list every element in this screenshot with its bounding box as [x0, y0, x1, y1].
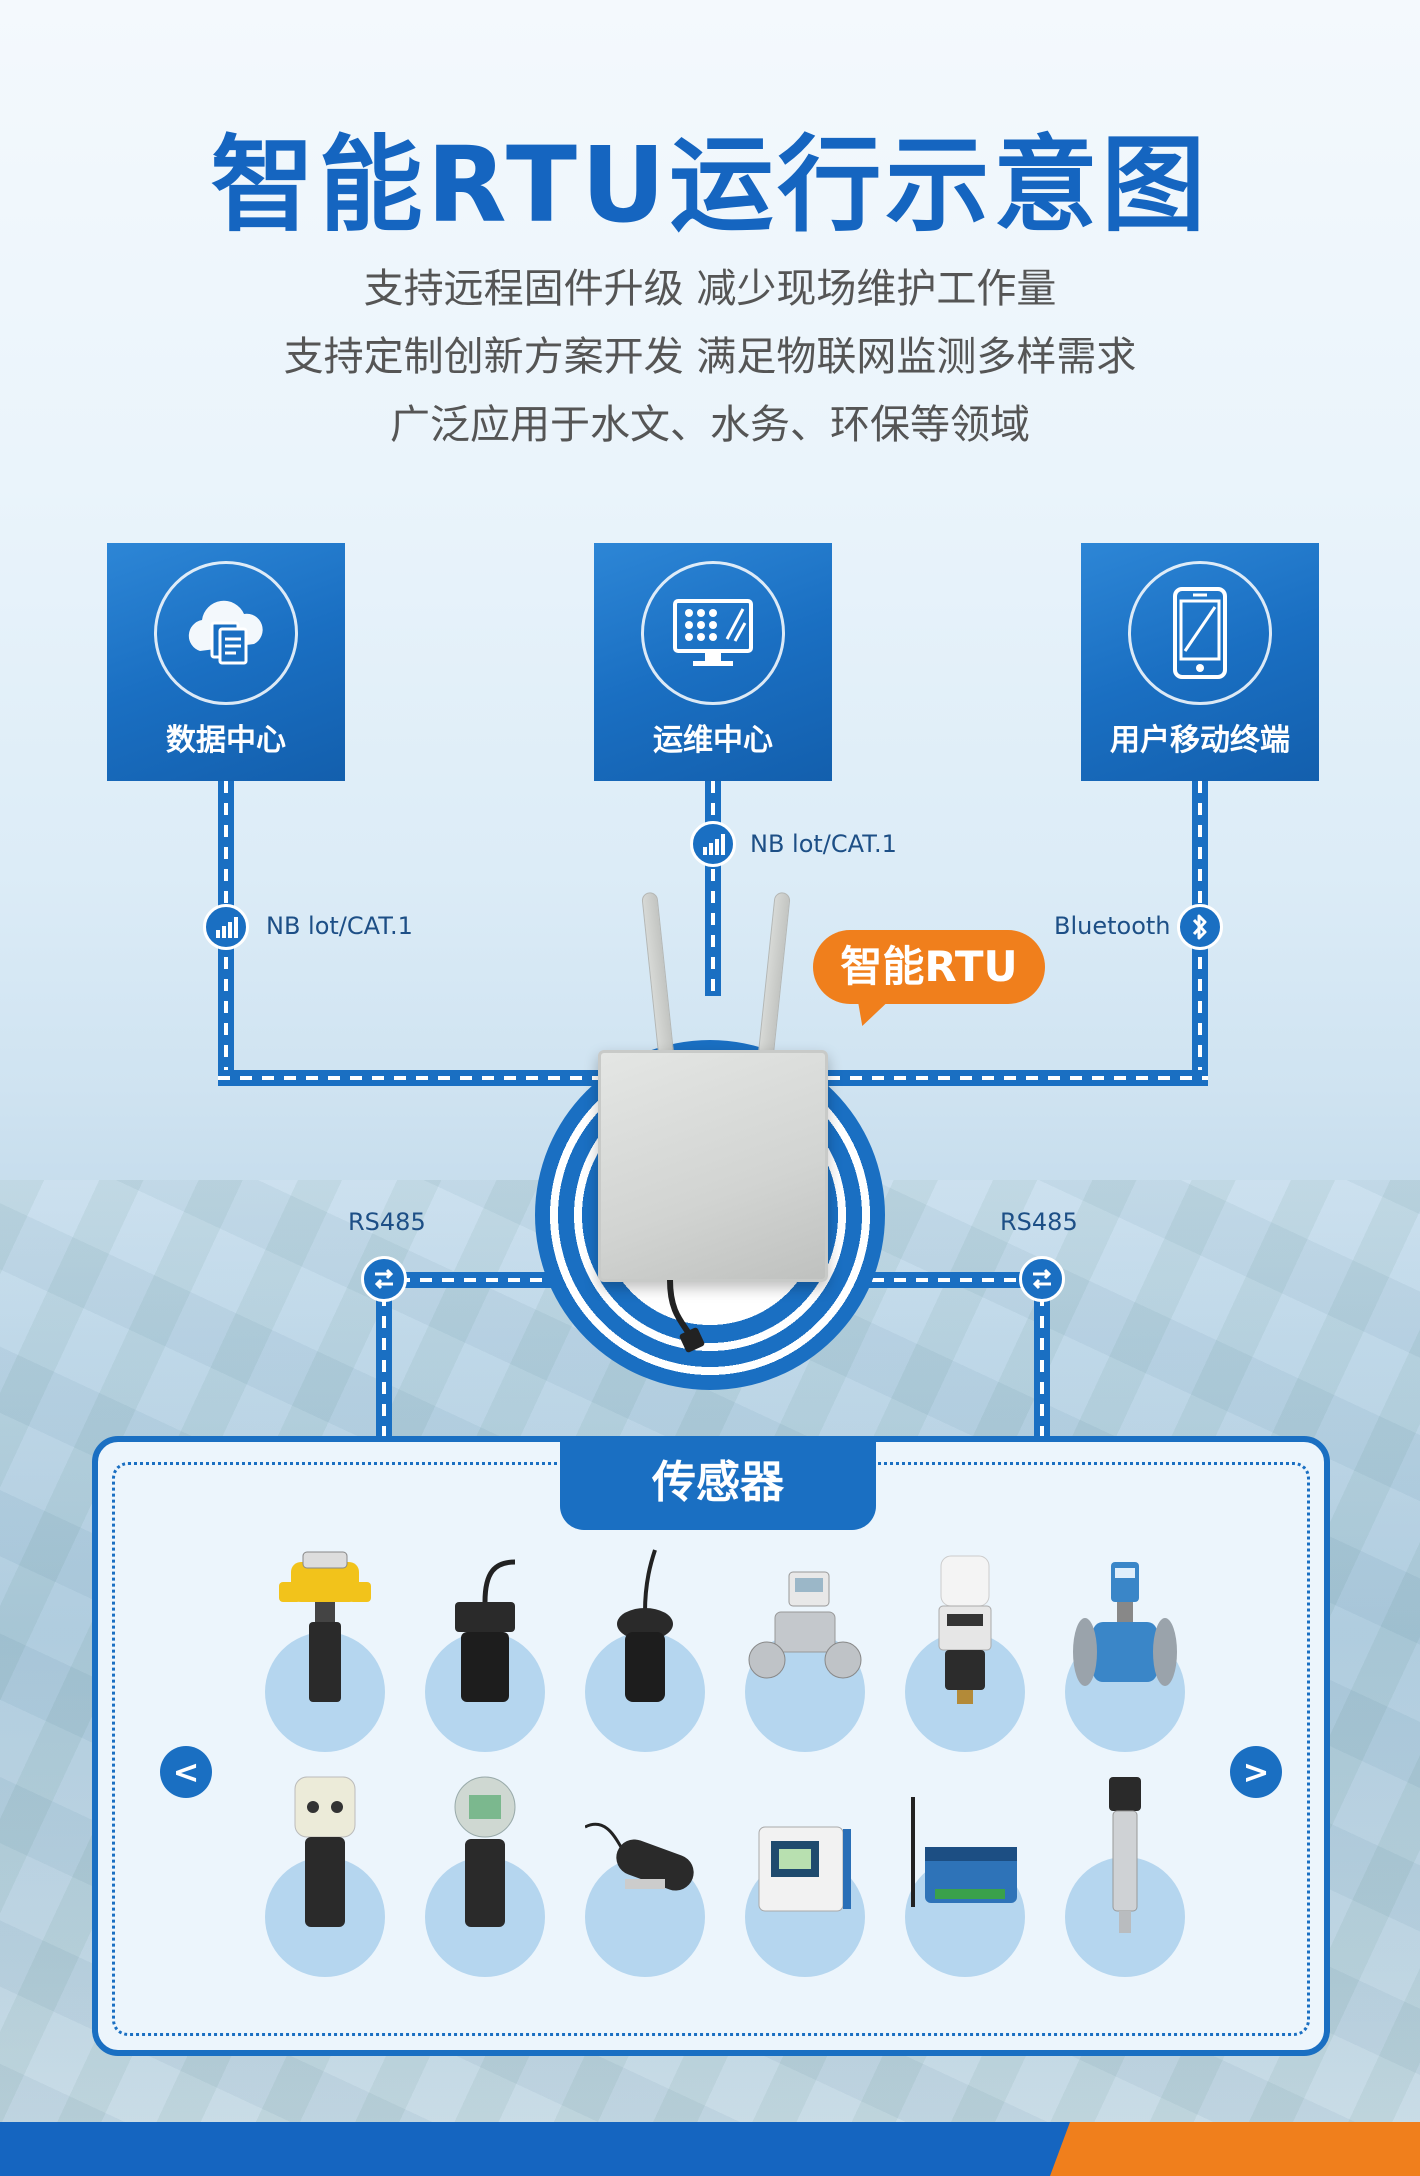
connector-rs485-left-horizontal: [376, 1272, 598, 1288]
rtu-cable: [667, 1280, 705, 1353]
rs485-right-icon: [1019, 1256, 1065, 1302]
rs485-right-label: RS485: [1000, 1208, 1078, 1236]
connector-ops-center: [705, 781, 721, 996]
ops-center-box[interactable]: 运维中心: [594, 543, 832, 781]
mobile-terminal-box[interactable]: 用户移动终端: [1081, 543, 1319, 781]
sensor-water-quality-analyzer[interactable]: [745, 1826, 865, 1977]
page-title: 智能RTU运行示意图: [210, 124, 1210, 246]
left-connection-label: NB lot/CAT.1: [266, 912, 413, 940]
mobile-terminal-label: 用户移动终端: [1110, 723, 1290, 758]
cloud-documents-icon: [154, 561, 298, 705]
connector-rs485-right-vertical: [1034, 1272, 1050, 1440]
sensor-ultrasonic-black-cable[interactable]: [425, 1559, 545, 1752]
subtitle-line-2: 支持定制创新方案开发 满足物联网监测多样需求: [283, 334, 1137, 380]
middle-connection-label: NB lot/CAT.1: [750, 830, 897, 858]
signal-icon: [203, 904, 249, 950]
connector-rs485-left-vertical: [376, 1272, 392, 1440]
sensor-water-meter[interactable]: [905, 1555, 1025, 1752]
connector-left-horizontal: [218, 1070, 598, 1086]
subtitle-line-1: 支持远程固件升级 减少现场维护工作量: [363, 266, 1057, 312]
rtu-antenna-left: [641, 891, 675, 1063]
connector-rs485-right-horizontal: [828, 1272, 1050, 1288]
sensor-rtu-data-logger[interactable]: [905, 1797, 1025, 1977]
right-connection-label: Bluetooth: [1054, 912, 1171, 940]
monitor-icon: [641, 561, 785, 705]
smartphone-icon: [1128, 561, 1272, 705]
sensor-electromagnetic-flowmeter[interactable]: [1065, 1562, 1185, 1752]
sensor-ultrasonic-display-unit[interactable]: [425, 1776, 545, 1977]
sensor-ultrasonic-level-white[interactable]: [265, 1776, 385, 1977]
sensor-panel: 传感器 < >: [92, 1436, 1330, 2056]
ops-center-label: 运维中心: [653, 723, 773, 758]
connector-right-horizontal: [828, 1070, 1208, 1086]
sensor-pressure-transmitter[interactable]: [1065, 1777, 1185, 1977]
signal-icon: [690, 821, 736, 867]
bottom-orange-accent: [1050, 2122, 1420, 2176]
sensor-panel-title: 传感器: [560, 1436, 876, 1530]
data-center-label: 数据中心: [166, 723, 286, 758]
sensor-radar-cylinder[interactable]: [585, 1823, 705, 1977]
prev-arrow-button[interactable]: <: [160, 1746, 212, 1798]
next-arrow-button[interactable]: >: [1230, 1746, 1282, 1798]
sensor-ultrasonic-level-yellow[interactable]: [265, 1551, 385, 1752]
subtitle-line-3: 广泛应用于水文、水务、环保等领域: [390, 402, 1030, 448]
sensor-submersible-probe[interactable]: [585, 1549, 705, 1752]
rtu-device: [598, 1050, 828, 1282]
sensor-flow-meter-steel[interactable]: [745, 1571, 865, 1752]
rs485-left-icon: [361, 1256, 407, 1302]
rtu-antenna-right: [757, 891, 791, 1063]
bluetooth-icon: [1177, 904, 1223, 950]
rs485-left-label: RS485: [348, 1208, 426, 1236]
rtu-label-bubble: 智能RTU: [813, 930, 1045, 1004]
data-center-box[interactable]: 数据中心: [107, 543, 345, 781]
